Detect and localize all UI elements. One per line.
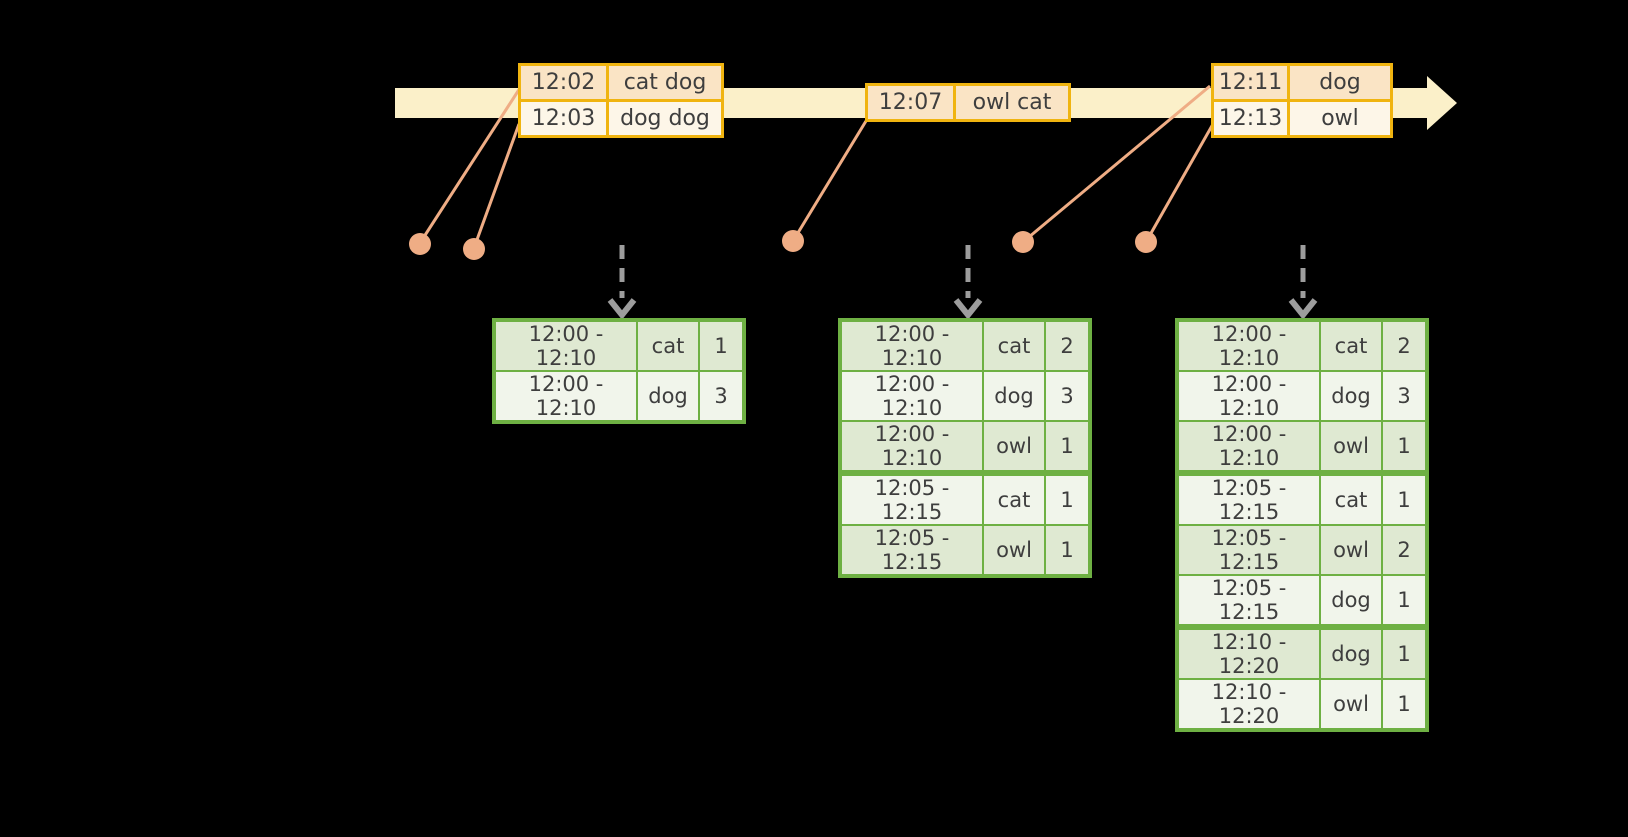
- event-dot: [1135, 231, 1157, 253]
- words-cell: owl cat: [953, 83, 1071, 122]
- table-row: 12:10 - 12:20 dog 1: [1176, 624, 1428, 680]
- table-row: 12:13 owl: [1211, 99, 1393, 138]
- event-dot: [409, 233, 431, 255]
- word-cell: cat: [636, 319, 700, 372]
- table-row: 12:05 - 12:15 cat 1: [1176, 470, 1428, 526]
- table-row: 12:00 - 12:10 cat 2: [839, 319, 1091, 372]
- trigger-arrowhead-icon: [953, 298, 983, 320]
- time-cell: 12:02: [518, 63, 609, 102]
- count-cell: 1: [1381, 678, 1428, 731]
- table-row: 12:00 - 12:10 dog 3: [493, 370, 745, 423]
- table-row: 12:05 - 12:15 owl 2: [1176, 524, 1428, 576]
- result-table-2: 12:00 - 12:10 cat 2 12:00 - 12:10 dog 3 …: [838, 318, 1092, 578]
- window-cell: 12:05 - 12:15: [1176, 524, 1321, 576]
- connector-line: [791, 120, 868, 242]
- timeline-arrowhead-icon: [1427, 76, 1457, 130]
- word-cell: owl: [1319, 420, 1383, 474]
- count-cell: 1: [1044, 524, 1091, 577]
- table-row: 12:02 cat dog: [518, 63, 724, 102]
- table-row: 12:05 - 12:15 cat 1: [839, 470, 1091, 526]
- words-cell: owl: [1287, 99, 1393, 138]
- words-cell: cat dog: [606, 63, 724, 102]
- count-cell: 3: [1044, 370, 1091, 422]
- window-cell: 12:00 - 12:10: [493, 370, 638, 423]
- word-cell: owl: [1319, 678, 1383, 731]
- time-cell: 12:03: [518, 99, 609, 138]
- count-cell: 2: [1381, 524, 1428, 576]
- table-row: 12:10 - 12:20 owl 1: [1176, 678, 1428, 731]
- time-cell: 12:07: [865, 83, 956, 122]
- table-row: 12:03 dog dog: [518, 99, 724, 138]
- table-row: 12:11 dog: [1211, 63, 1393, 102]
- word-cell: dog: [1319, 370, 1383, 422]
- connector-line: [418, 87, 522, 244]
- word-cell: dog: [982, 370, 1046, 422]
- word-cell: cat: [1319, 319, 1383, 372]
- word-cell: owl: [982, 420, 1046, 474]
- window-cell: 12:00 - 12:10: [839, 370, 984, 422]
- count-cell: 1: [1381, 420, 1428, 474]
- window-cell: 12:00 - 12:10: [839, 319, 984, 372]
- words-cell: dog dog: [606, 99, 724, 138]
- event-dot: [782, 230, 804, 252]
- count-cell: 1: [1044, 470, 1091, 526]
- window-cell: 12:05 - 12:15: [1176, 574, 1321, 628]
- word-cell: dog: [636, 370, 700, 423]
- count-cell: 3: [698, 370, 745, 423]
- count-cell: 1: [1044, 420, 1091, 474]
- table-row: 12:00 - 12:10 cat 2: [1176, 319, 1428, 372]
- word-cell: cat: [982, 319, 1046, 372]
- count-cell: 2: [1044, 319, 1091, 372]
- event-dot: [1012, 231, 1034, 253]
- count-cell: 3: [1381, 370, 1428, 422]
- table-row: 12:00 - 12:10 owl 1: [1176, 420, 1428, 474]
- table-row: 12:00 - 12:10 owl 1: [839, 420, 1091, 474]
- window-cell: 12:05 - 12:15: [839, 470, 984, 526]
- window-cell: 12:10 - 12:20: [1176, 678, 1321, 731]
- word-cell: owl: [982, 524, 1046, 577]
- word-cell: dog: [1319, 574, 1383, 628]
- window-cell: 12:05 - 12:15: [839, 524, 984, 577]
- words-cell: dog: [1287, 63, 1393, 102]
- table-row: 12:07 owl cat: [865, 83, 1071, 122]
- count-cell: 2: [1381, 319, 1428, 372]
- window-cell: 12:00 - 12:10: [493, 319, 638, 372]
- word-cell: owl: [1319, 524, 1383, 576]
- count-cell: 1: [698, 319, 745, 372]
- event-table-3: 12:11 dog 12:13 owl: [1211, 63, 1393, 138]
- word-cell: dog: [1319, 624, 1383, 680]
- table-row: 12:00 - 12:10 dog 3: [839, 370, 1091, 422]
- result-table-1: 12:00 - 12:10 cat 1 12:00 - 12:10 dog 3: [492, 318, 746, 424]
- window-cell: 12:00 - 12:10: [839, 420, 984, 474]
- connector-line: [1144, 123, 1215, 243]
- time-cell: 12:13: [1211, 99, 1290, 138]
- window-cell: 12:05 - 12:15: [1176, 470, 1321, 526]
- connector-line: [472, 123, 521, 249]
- word-cell: cat: [1319, 470, 1383, 526]
- event-table-1: 12:02 cat dog 12:03 dog dog: [518, 63, 724, 138]
- count-cell: 1: [1381, 470, 1428, 526]
- window-cell: 12:00 - 12:10: [1176, 420, 1321, 474]
- window-cell: 12:10 - 12:20: [1176, 624, 1321, 680]
- table-row: 12:05 - 12:15 dog 1: [1176, 574, 1428, 628]
- result-table-3: 12:00 - 12:10 cat 2 12:00 - 12:10 dog 3 …: [1175, 318, 1429, 732]
- count-cell: 1: [1381, 624, 1428, 680]
- table-row: 12:05 - 12:15 owl 1: [839, 524, 1091, 577]
- window-cell: 12:00 - 12:10: [1176, 370, 1321, 422]
- trigger-arrowhead-icon: [1288, 298, 1318, 320]
- event-table-2: 12:07 owl cat: [865, 83, 1071, 122]
- word-cell: cat: [982, 470, 1046, 526]
- window-cell: 12:00 - 12:10: [1176, 319, 1321, 372]
- table-row: 12:00 - 12:10 dog 3: [1176, 370, 1428, 422]
- event-dot: [463, 238, 485, 260]
- trigger-arrowhead-icon: [607, 298, 637, 320]
- connector-line: [1022, 84, 1211, 244]
- table-row: 12:00 - 12:10 cat 1: [493, 319, 745, 372]
- count-cell: 1: [1381, 574, 1428, 628]
- time-cell: 12:11: [1211, 63, 1290, 102]
